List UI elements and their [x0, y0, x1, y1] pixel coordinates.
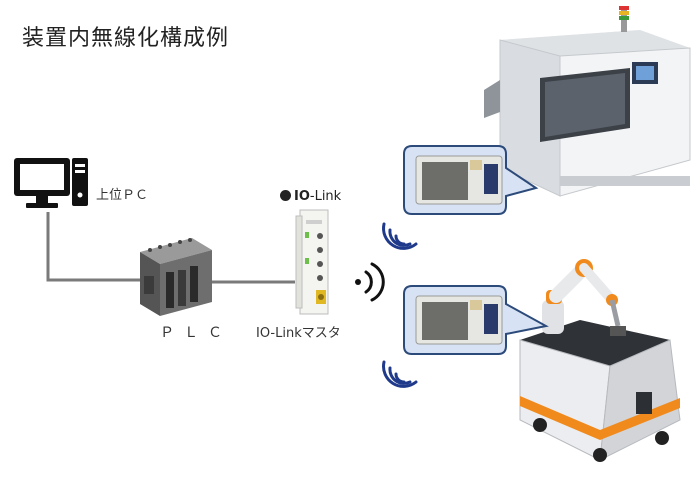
- wireless-module-image: [415, 155, 503, 205]
- plc-label: ＰＬＣ: [160, 325, 232, 341]
- wireless-module-image: [415, 295, 503, 345]
- plc-icon: [140, 238, 212, 316]
- computer-icon: [14, 158, 88, 208]
- io-link-logo-icon: [280, 190, 291, 201]
- io-link-logo-rest: -Link: [309, 189, 342, 204]
- connection-lines: [46, 212, 295, 284]
- robot-agv-image: [519, 259, 681, 462]
- io-link-master-label: IO-Linkマスタ: [256, 326, 341, 341]
- io-link-logo: IO-Link: [280, 189, 341, 204]
- io-link-master-icon: [295, 209, 329, 315]
- io-link-logo-bold: IO: [294, 189, 310, 204]
- wireless-signal-icon: [355, 262, 385, 302]
- wireless-module-callout-1: [403, 145, 539, 215]
- industrial-machine-image: [484, 6, 691, 197]
- pc-label: 上位ＰＣ: [96, 188, 149, 203]
- wireless-module-callout-2: [403, 285, 549, 355]
- wireless-signal-icon: [382, 360, 418, 388]
- wireless-signal-icon: [382, 222, 418, 250]
- pc-to-plc-line: [46, 212, 150, 282]
- diagram-title: 装置内無線化構成例: [22, 26, 230, 51]
